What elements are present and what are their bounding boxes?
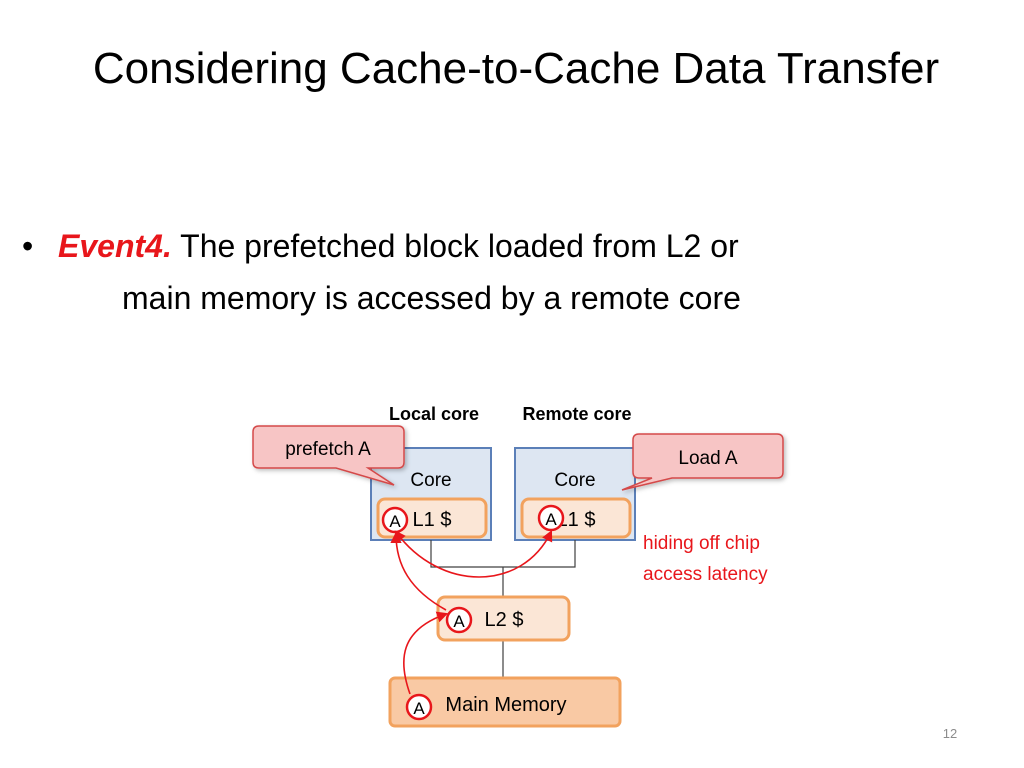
local-l1-text: L1 $ [413,509,452,531]
local-core-text: Core [410,470,451,491]
arrow-l2-to-local-l1 [390,531,447,611]
slide-number: 12 [942,726,958,741]
bullet-line-1: The prefetched block loaded from L2 or [171,228,739,264]
remote-l1-block-label: A [545,510,557,529]
arrow-memory-to-l2 [403,611,449,695]
remote-l1-text: L1 $ [557,509,596,531]
memory-block-marker [405,693,433,721]
local-l1-block-label: A [389,512,401,531]
bullet-marker: • [22,228,34,264]
arrow-local-to-remote-l1 [394,529,553,578]
callout-load-text: Load A [678,448,737,469]
bullet-line-2: main memory is accessed by a remote core [122,280,741,316]
l2-block-label: A [453,612,465,631]
core-bus [430,540,576,568]
l2-text: L2 $ [485,609,524,631]
callout-prefetch-text: prefetch A [285,439,371,460]
main-memory [388,676,622,728]
callout-prefetch [252,425,405,486]
remote-core-label: Remote core [522,404,631,424]
local-core-label: Local core [389,404,479,424]
slide-title: Considering Cache-to-Cache Data Transfer [92,44,940,93]
callout-load [621,433,784,491]
memory-text: Main Memory [445,694,566,716]
memory-block-label: A [413,699,425,718]
event-label: Event4. [58,228,172,264]
bullet-text: Event4. The prefetched block loaded from… [58,220,978,324]
annotation-line-2: access latency [643,564,768,585]
remote-core-text: Core [554,470,595,491]
annotation-line-1: hiding off chip [643,533,760,554]
